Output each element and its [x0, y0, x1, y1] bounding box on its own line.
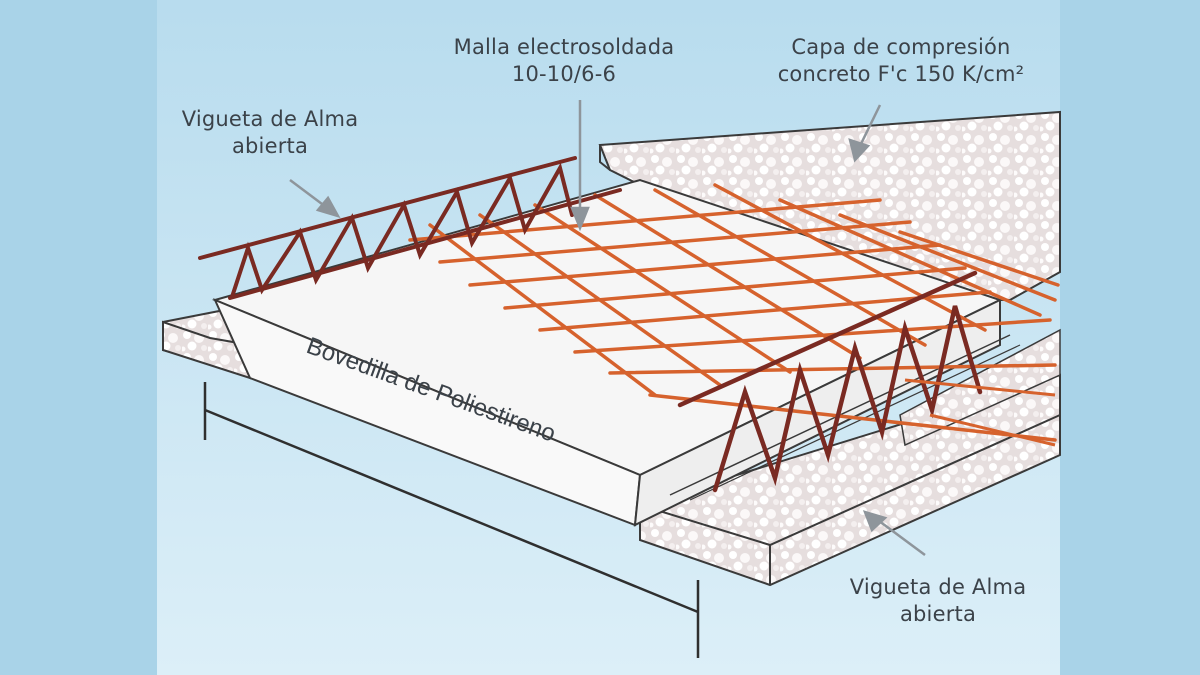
welded-wire-mesh	[408, 183, 1060, 442]
vigueta-top-label: Vigueta de Alma abierta	[170, 106, 370, 160]
capa-line1: Capa de compresión	[791, 35, 1011, 59]
capa-label: Capa de compresión concreto F'c 150 K/cm…	[762, 34, 1040, 88]
left-truss	[198, 156, 622, 300]
rebar-ends	[904, 378, 1056, 447]
right-truss	[677, 270, 983, 493]
vigueta-top-line1: Vigueta de Alma	[181, 107, 359, 131]
malla-label: Malla electrosoldada 10-10/6-6	[433, 34, 695, 88]
capa-line2: concreto F'c 150 K/cm²	[777, 62, 1025, 86]
leader-arrows	[289, 100, 926, 557]
vigueta-bottom-line2: abierta	[899, 602, 977, 626]
vigueta-bottom-line1: Vigueta de Alma	[849, 575, 1027, 599]
span-dimension	[203, 382, 700, 658]
malla-line2: 10-10/6-6	[511, 62, 617, 86]
vigueta-bottom-label: Vigueta de Alma abierta	[838, 574, 1038, 628]
malla-line1: Malla electrosoldada	[453, 35, 675, 59]
vigueta-top-line2: abierta	[231, 134, 309, 158]
